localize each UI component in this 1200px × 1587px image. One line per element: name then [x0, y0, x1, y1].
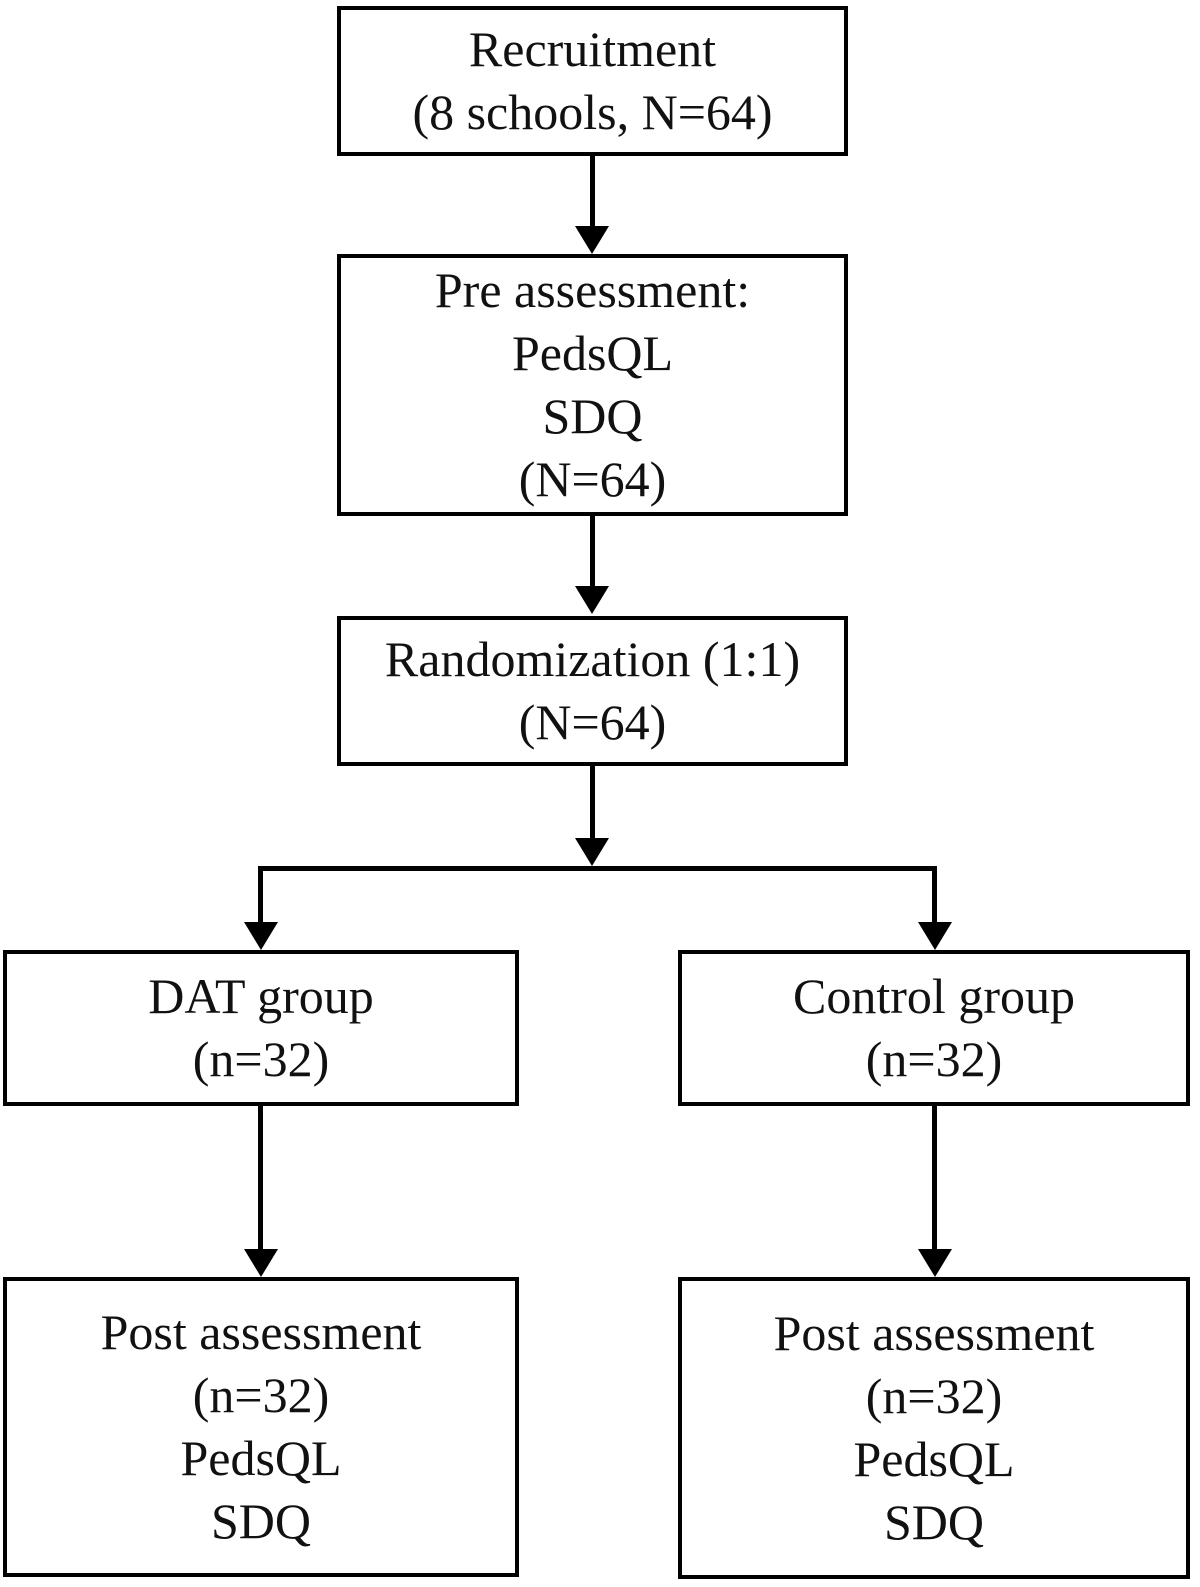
node-post-dat-line-2: (n=32): [192, 1367, 330, 1423]
node-dat-group-line-2: (n=32): [192, 1031, 330, 1087]
connector-control-to-post: [932, 1106, 937, 1249]
arrowhead-down-icon: [575, 586, 609, 614]
arrowhead-down-icon: [918, 922, 952, 950]
node-control-group: Control group (n=32): [678, 950, 1190, 1106]
node-recruitment-line-1: Recruitment: [468, 21, 717, 77]
node-pre-assessment-line-1: Pre assessment:: [434, 262, 751, 318]
connector-split-to-dat: [258, 866, 263, 922]
node-post-control-line-4: SDQ: [883, 1494, 985, 1550]
arrowhead-down-icon: [918, 1249, 952, 1277]
node-randomization-line-2: (N=64): [518, 694, 667, 750]
node-dat-group-line-1: DAT group: [148, 968, 374, 1024]
node-post-assessment-control: Post assessment (n=32) PedsQL SDQ: [678, 1277, 1190, 1579]
node-randomization-line-1: Randomization (1:1): [384, 631, 801, 687]
arrowhead-down-icon: [244, 922, 278, 950]
node-post-dat-line-3: PedsQL: [180, 1430, 342, 1486]
node-pre-assessment: Pre assessment: PedsQL SDQ (N=64): [337, 254, 848, 516]
node-post-dat-line-4: SDQ: [210, 1493, 312, 1549]
connector-split-bar: [258, 866, 937, 871]
node-dat-group: DAT group (n=32): [3, 950, 519, 1106]
connector-pre-to-randomization: [590, 516, 595, 586]
node-control-group-line-1: Control group: [793, 968, 1075, 1024]
arrowhead-down-icon: [244, 1249, 278, 1277]
arrowhead-down-icon: [575, 226, 609, 254]
node-post-control-line-3: PedsQL: [853, 1431, 1015, 1487]
arrowhead-down-icon: [575, 838, 609, 866]
connector-recruitment-to-pre: [590, 156, 595, 226]
node-pre-assessment-line-4: (N=64): [518, 451, 667, 507]
node-post-assessment-dat: Post assessment (n=32) PedsQL SDQ: [3, 1277, 519, 1577]
node-recruitment: Recruitment (8 schools, N=64): [337, 6, 848, 156]
connector-split-to-control: [932, 866, 937, 922]
node-recruitment-line-2: (8 schools, N=64): [412, 84, 773, 140]
node-pre-assessment-line-3: SDQ: [542, 388, 643, 444]
connector-dat-to-post: [258, 1106, 263, 1249]
node-post-control-line-2: (n=32): [865, 1368, 1003, 1424]
node-control-group-line-2: (n=32): [865, 1031, 1003, 1087]
node-post-control-line-1: Post assessment: [773, 1305, 1095, 1361]
node-randomization: Randomization (1:1) (N=64): [337, 616, 848, 766]
node-pre-assessment-line-2: PedsQL: [511, 325, 674, 381]
connector-randomization-stem: [590, 766, 595, 838]
node-post-dat-line-1: Post assessment: [100, 1304, 422, 1360]
